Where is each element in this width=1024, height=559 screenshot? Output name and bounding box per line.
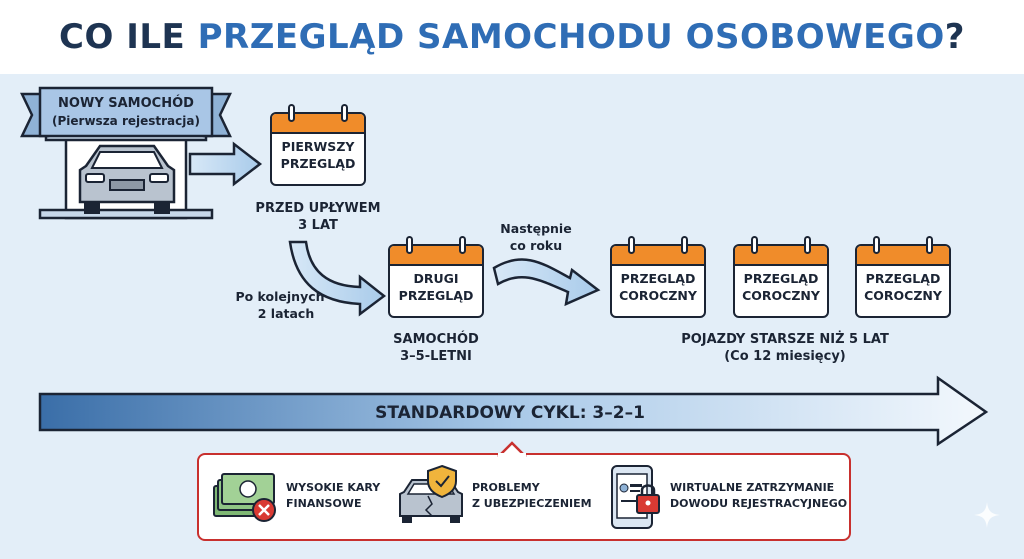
after-line1: Po kolejnych	[235, 289, 325, 304]
annual-calendar-2: PRZEGLĄD COROCZNY	[733, 236, 829, 318]
annual-calendar-3: PRZEGLĄD COROCZNY	[855, 236, 951, 318]
annual-3-line2: COROCZNY	[864, 288, 942, 303]
annual-calendar-1: PRZEGLĄD COROCZNY	[610, 236, 706, 318]
annual-3-line1: PRZEGLĄD	[865, 271, 941, 286]
cycle-arrow-icon	[38, 375, 989, 447]
second-calendar-line1: DRUGI	[413, 271, 459, 286]
title-part-3: ?	[944, 17, 965, 57]
second-inspection-calendar: DRUGI PRZEGLĄD	[388, 236, 484, 318]
warnings-panel	[197, 453, 851, 541]
second-calendar-line2: PRZEGLĄD	[398, 288, 474, 303]
banner-ribbon-icon	[20, 86, 232, 138]
warning-insurance-line2: Z UBEZPIECZENIEM	[472, 497, 592, 510]
warning-fines-text: WYSOKIE KARY FINANSOWE	[286, 480, 380, 512]
warning-fines-line1: WYSOKIE KARY	[286, 481, 381, 494]
second-label-line2: 3–5-LETNI	[400, 349, 472, 364]
first-label-line1: PRZED UPŁYWEM	[255, 201, 381, 216]
title-part-1: CO ILE	[59, 17, 198, 57]
car-front-icon	[78, 144, 176, 214]
curved-arrow-icon	[288, 240, 387, 317]
phone-lock-document-icon	[611, 465, 660, 529]
next-line2: co roku	[509, 238, 563, 253]
arrow-right-icon	[188, 141, 263, 187]
warning-insurance-text: PROBLEMY Z UBEZPIECZENIEM	[472, 480, 592, 512]
after-line2: 2 latach	[257, 306, 315, 321]
annual-2-line2: COROCZNY	[742, 288, 820, 303]
warning-fines-line2: FINANSOWE	[286, 497, 362, 510]
damaged-car-shield-icon	[399, 464, 463, 523]
page-title: CO ILE PRZEGLĄD SAMOCHODU OSOBOWEGO?	[59, 17, 965, 57]
annual-1-line1: PRZEGLĄD	[620, 271, 696, 286]
first-calendar-line1: PIERWSZY	[281, 139, 355, 154]
second-label-line1: SAMOCHÓD	[393, 332, 479, 347]
warning-registration-line2: DOWODU REJESTRACYJNEGO	[670, 497, 848, 510]
sparkle-icon	[974, 502, 1000, 528]
new-car-subtitle: (Pierwsza rejestracja)	[52, 114, 200, 128]
first-inspection-calendar: PIERWSZY PRZEGLĄD	[270, 104, 366, 186]
warning-registration-text: WIRTUALNE ZATRZYMANIE DOWODU REJESTRACYJ…	[670, 480, 847, 512]
annual-2-line1: PRZEGLĄD	[743, 271, 819, 286]
money-fine-icon	[213, 473, 276, 522]
wave-arrow-icon	[492, 258, 601, 307]
title-part-2: PRZEGLĄD SAMOCHODU OSOBOWEGO	[197, 17, 945, 57]
first-calendar-text: PIERWSZY PRZEGLĄD	[270, 138, 366, 172]
annual-1-line2: COROCZNY	[619, 288, 697, 303]
warning-insurance-line1: PROBLEMY	[472, 481, 540, 494]
second-calendar-text: DRUGI PRZEGLĄD	[388, 270, 484, 304]
new-car-title: NOWY SAMOCHÓD	[58, 96, 194, 111]
first-calendar-line2: PRZEGLĄD	[280, 156, 356, 171]
first-label-line2: 3 LAT	[298, 218, 338, 233]
warning-registration-line1: WIRTUALNE ZATRZYMANIE	[670, 481, 835, 494]
older-line2: (Co 12 miesięcy)	[724, 349, 846, 364]
older-line1: POJAZDY STARSZE NIŻ 5 LAT	[681, 332, 889, 347]
cycle-label: STANDARDOWY CYKL: 3–2–1	[375, 403, 645, 423]
header: CO ILE PRZEGLĄD SAMOCHODU OSOBOWEGO?	[0, 0, 1024, 74]
next-line1: Następnie	[500, 221, 572, 236]
